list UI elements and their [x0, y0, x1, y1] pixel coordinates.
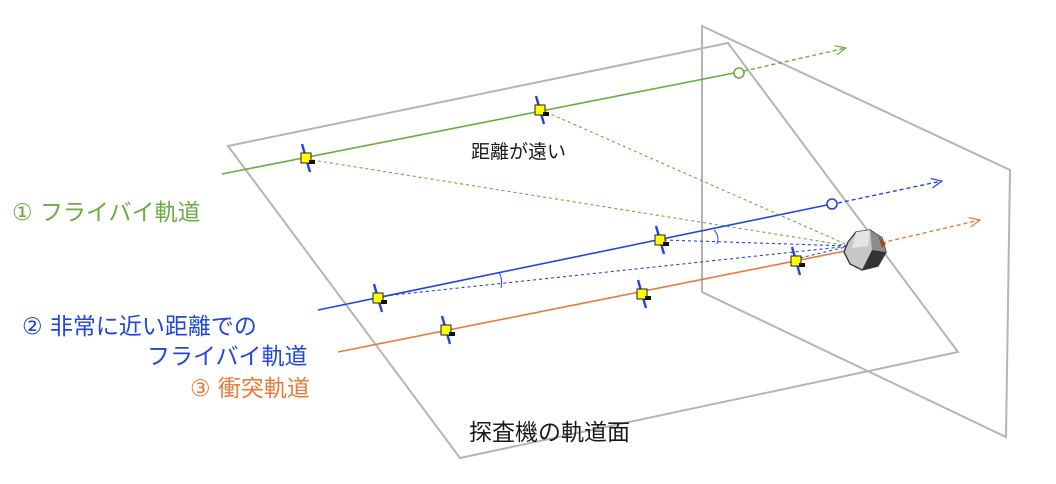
- spacecraft-icon: [654, 225, 670, 255]
- impact-label: ③ 衝突軌道: [190, 376, 310, 402]
- far-distance-label: 距離が遠い: [471, 141, 566, 163]
- close-flyby-trajectory-continuation: [837, 181, 942, 204]
- line-of-sight-close-2: [663, 239, 851, 247]
- close-flyby-crossing-marker: [826, 198, 838, 210]
- close-flyby-trajectory-line: [317, 204, 828, 311]
- flyby-crossing-marker: [733, 67, 745, 79]
- spacecraft-icon: [372, 283, 388, 313]
- spacecraft-icon: [300, 143, 316, 173]
- flyby-label: ① フライバイ軌道: [12, 200, 200, 226]
- spacecraft-icon: [790, 246, 806, 276]
- asteroid-icon: [843, 229, 887, 271]
- close-flyby-label-line1: ② 非常に近い距離での: [22, 314, 257, 340]
- spacecraft-icon: [440, 315, 456, 345]
- line-of-sight-close-3: [799, 245, 851, 259]
- spacecraft-icon: [636, 279, 652, 309]
- line-of-sight-flyby-2: [545, 111, 851, 247]
- line-of-sight-flyby-1: [311, 159, 851, 247]
- impact-trajectory-line: [337, 249, 851, 353]
- close-flyby-label-line2: フライバイ軌道: [147, 344, 308, 370]
- flyby-trajectory-continuation: [743, 48, 846, 72]
- orbit-plane: [226, 41, 960, 460]
- angle-arc-close-1: [498, 271, 503, 289]
- line-of-sight-close-1: [383, 245, 851, 297]
- target-plane: [701, 24, 1012, 439]
- orbit-plane-label: 探査機の軌道面: [469, 420, 630, 446]
- spacecraft-icon: [534, 95, 550, 125]
- angle-arc-close-2: [713, 229, 719, 245]
- impact-trajectory-continuation: [867, 220, 980, 247]
